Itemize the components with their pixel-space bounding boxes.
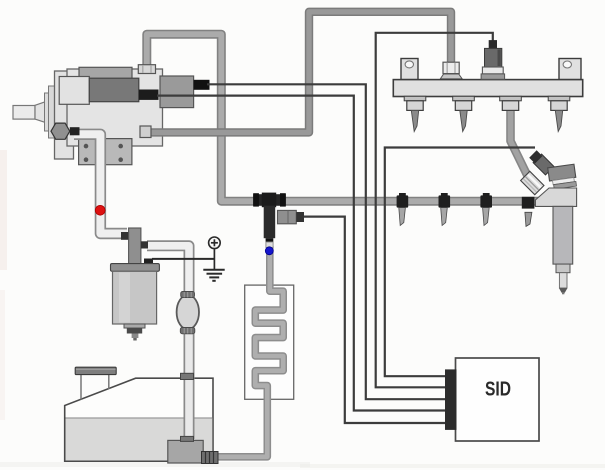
svg-text:SID: SID — [485, 379, 511, 401]
